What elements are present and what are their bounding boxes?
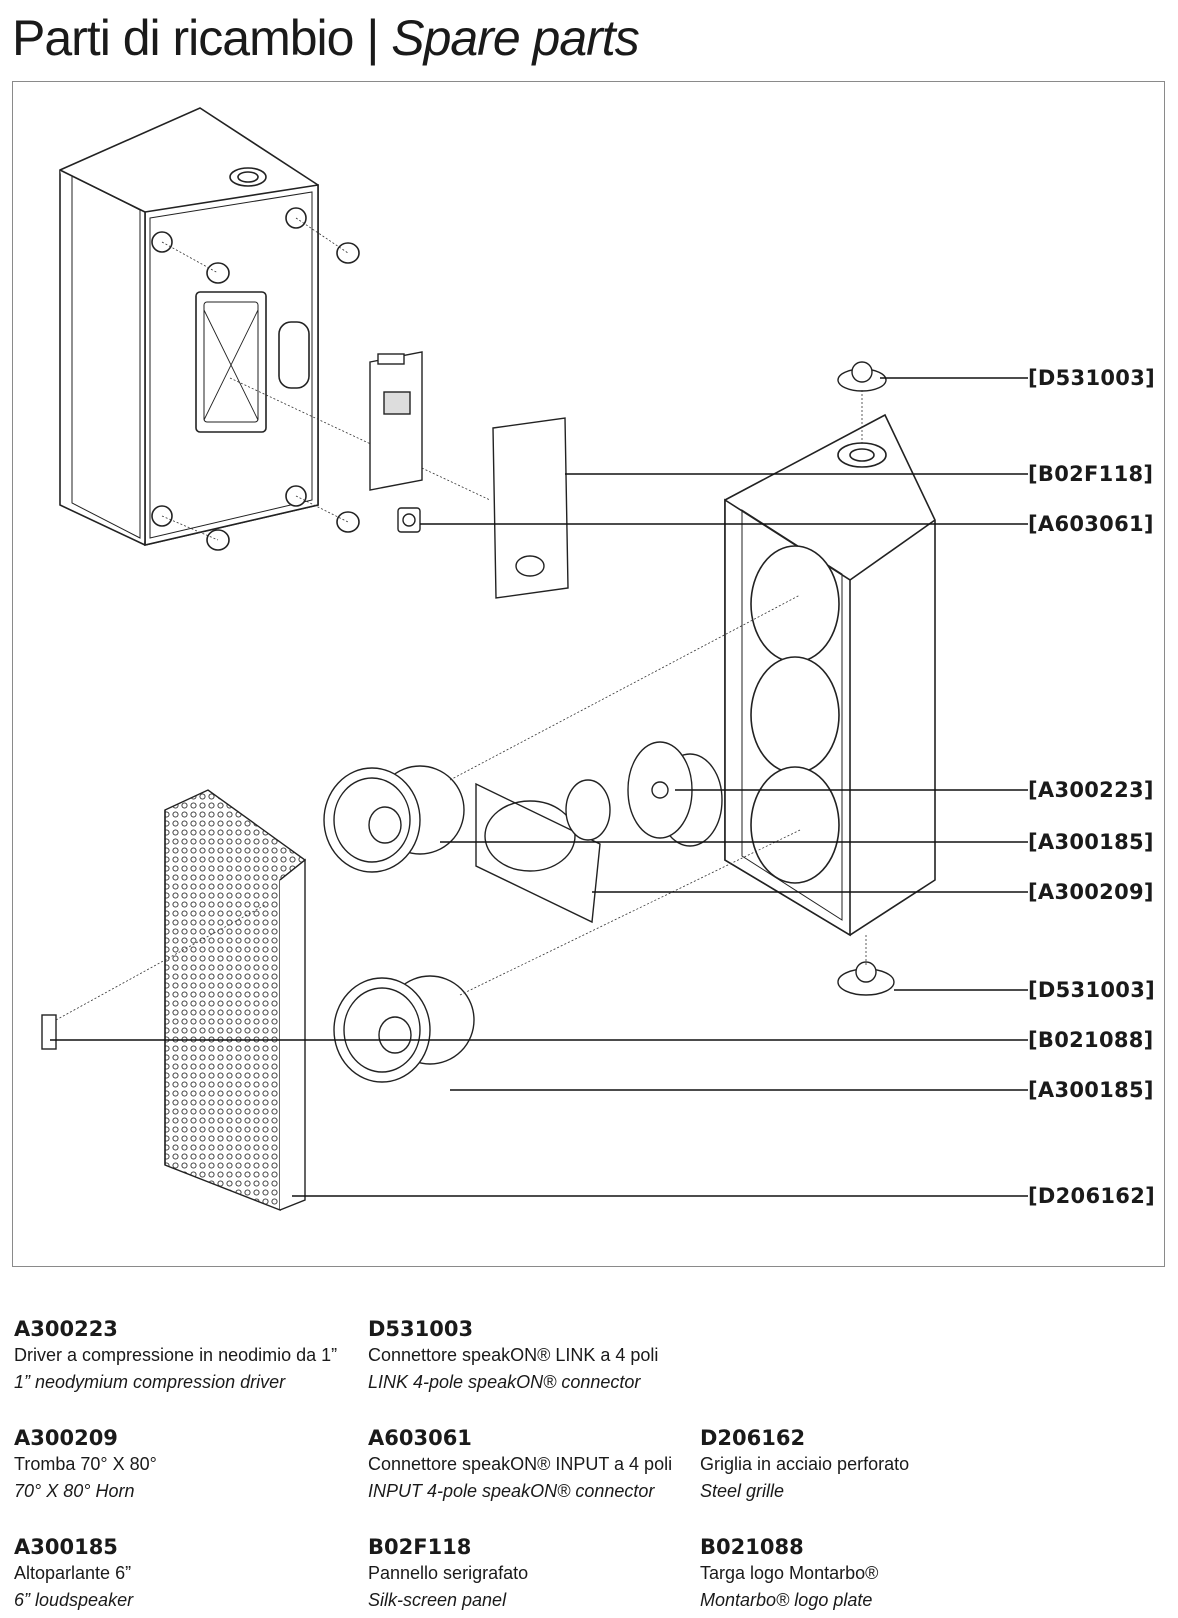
legend-item: B021088 Targa logo Montarbo® Montarbo® l… [700,1534,1020,1614]
logo-plate [41,1014,57,1050]
callout-a300185-upper: [A300185] [1028,830,1154,854]
legend-code: A300223 [14,1317,118,1341]
woofer-upper [323,765,465,873]
legend-code: A603061 [368,1426,472,1450]
legend-desc-it: Altoparlante 6” [14,1563,132,1583]
legend-desc-en: 1” neodymium compression driver [14,1372,286,1392]
legend-desc-it: Connettore speakON® INPUT a 4 poli [368,1454,673,1474]
legend-desc-en: 6” loudspeaker [14,1590,134,1610]
amplifier-module [369,351,423,533]
cabinet-front-view [724,413,936,937]
page-title-it: Parti di ricambio | [12,10,392,66]
callout-d206162: [D206162] [1028,1184,1155,1208]
callout-d531003-top: [D531003] [1028,366,1155,390]
horn [475,779,611,924]
woofer-lower [333,975,475,1083]
legend-item: A300223 Driver a compressione in neodimi… [14,1316,338,1396]
legend-code: D206162 [700,1426,806,1450]
callout-a300223: [A300223] [1028,778,1154,802]
legend-desc-en: INPUT 4-pole speakON® connector [368,1481,655,1501]
legend-desc-en: Silk-screen panel [368,1590,507,1610]
legend-code: B021088 [700,1535,804,1559]
link-connectors [837,361,895,996]
legend-code: A300209 [14,1426,118,1450]
legend-code: D531003 [368,1317,474,1341]
exploded-view-frame [12,81,1165,1267]
legend-item: A300209 Tromba 70° X 80° 70° X 80° Horn [14,1425,334,1505]
legend-desc-it: Tromba 70° X 80° [14,1454,157,1474]
legend-desc-it: Connettore speakON® LINK a 4 poli [368,1345,659,1365]
silk-screen-panel [492,417,569,599]
cabinet-rear-view [59,107,360,551]
legend-code: A300185 [14,1535,118,1559]
legend-desc-it: Driver a compressione in neodimio da 1” [14,1345,338,1365]
callout-d531003-bottom: [D531003] [1028,978,1155,1002]
legend-desc-it: Targa logo Montarbo® [700,1563,879,1583]
legend-desc-en: 70° X 80° Horn [14,1481,135,1501]
callout-a603061: [A603061] [1028,512,1154,536]
legend-item: A603061 Connettore speakON® INPUT a 4 po… [368,1425,688,1505]
steel-grille [164,789,307,1212]
compression-driver [627,741,723,847]
legend-item: B02F118 Pannello serigrafato Silk-screen… [368,1534,688,1614]
callout-a300209: [A300209] [1028,880,1154,904]
callout-a300185-lower: [A300185] [1028,1078,1154,1102]
legend-code: B02F118 [368,1535,472,1559]
legend-desc-it: Pannello serigrafato [368,1563,529,1583]
page-title-en: Spare parts [391,10,639,66]
page-title: Parti di ricambio | Spare parts [12,6,640,70]
legend-item: D531003 Connettore speakON® LINK a 4 pol… [368,1316,688,1396]
callout-b02f118: [B02F118] [1028,462,1154,486]
legend-desc-en: Montarbo® logo plate [700,1590,873,1610]
leader-lines [50,377,1028,1197]
callout-b021088: [B021088] [1028,1028,1154,1052]
legend-item: D206162 Griglia in acciaio perforato Ste… [700,1425,1020,1505]
legend-item: A300185 Altoparlante 6” 6” loudspeaker [14,1534,334,1614]
legend-desc-it: Griglia in acciaio perforato [700,1454,910,1474]
legend-desc-en: Steel grille [700,1481,785,1501]
legend-desc-en: LINK 4-pole speakON® connector [368,1372,641,1392]
